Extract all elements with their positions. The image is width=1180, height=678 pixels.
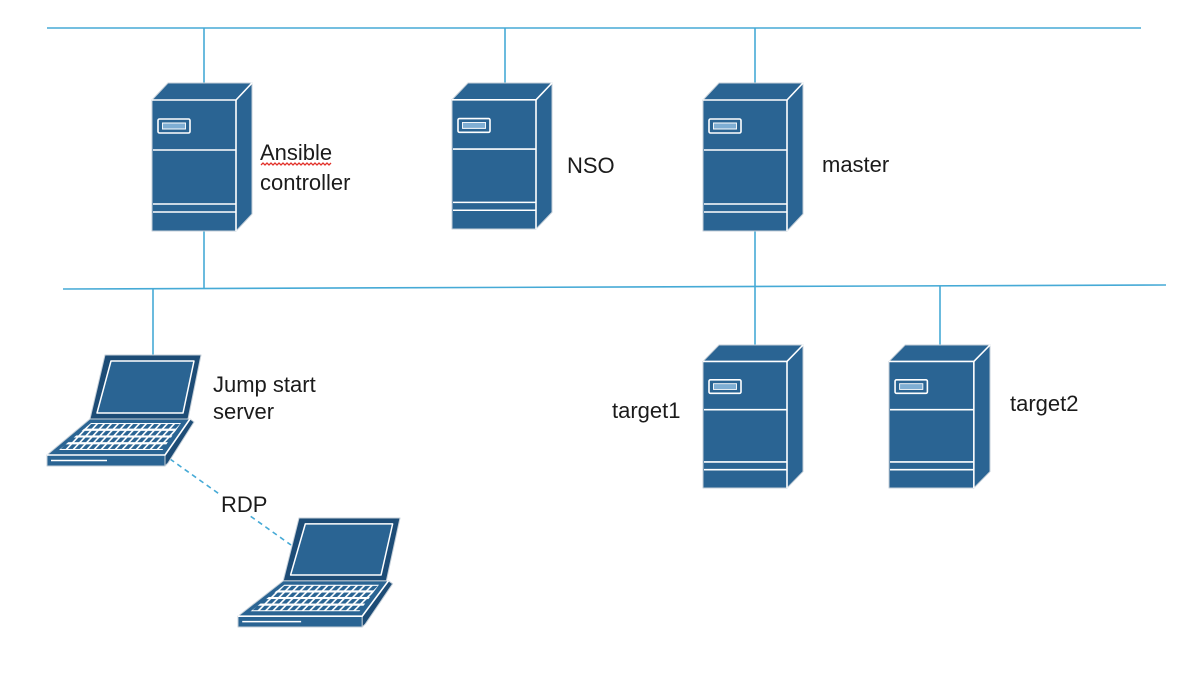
nso-server-icon bbox=[451, 82, 553, 230]
rdp-connection-line bbox=[169, 458, 292, 546]
ansible-controller-label-line1: Ansible bbox=[260, 140, 332, 165]
jump-start-server-laptop-icon bbox=[46, 354, 202, 467]
ansible-controller-server-icon bbox=[151, 82, 253, 232]
jump-start-server-label-line1: Jump start bbox=[213, 372, 316, 397]
ansible-controller-label-line2: controller bbox=[260, 170, 350, 195]
bottom-network-bus bbox=[62, 284, 1167, 290]
nso-label: NSO bbox=[567, 153, 615, 178]
target1-server-icon bbox=[702, 344, 804, 489]
spellcheck-underline bbox=[260, 162, 332, 166]
target2-label: target2 bbox=[1010, 391, 1079, 416]
rdp-connection-label: RDP bbox=[221, 492, 267, 517]
jump-start-server-label-line2: server bbox=[213, 399, 274, 424]
master-label: master bbox=[822, 152, 889, 177]
rdp-client-laptop-icon bbox=[237, 517, 401, 628]
target1-label: target1 bbox=[612, 398, 681, 423]
master-server-icon bbox=[702, 82, 804, 232]
target2-server-icon bbox=[888, 344, 991, 489]
